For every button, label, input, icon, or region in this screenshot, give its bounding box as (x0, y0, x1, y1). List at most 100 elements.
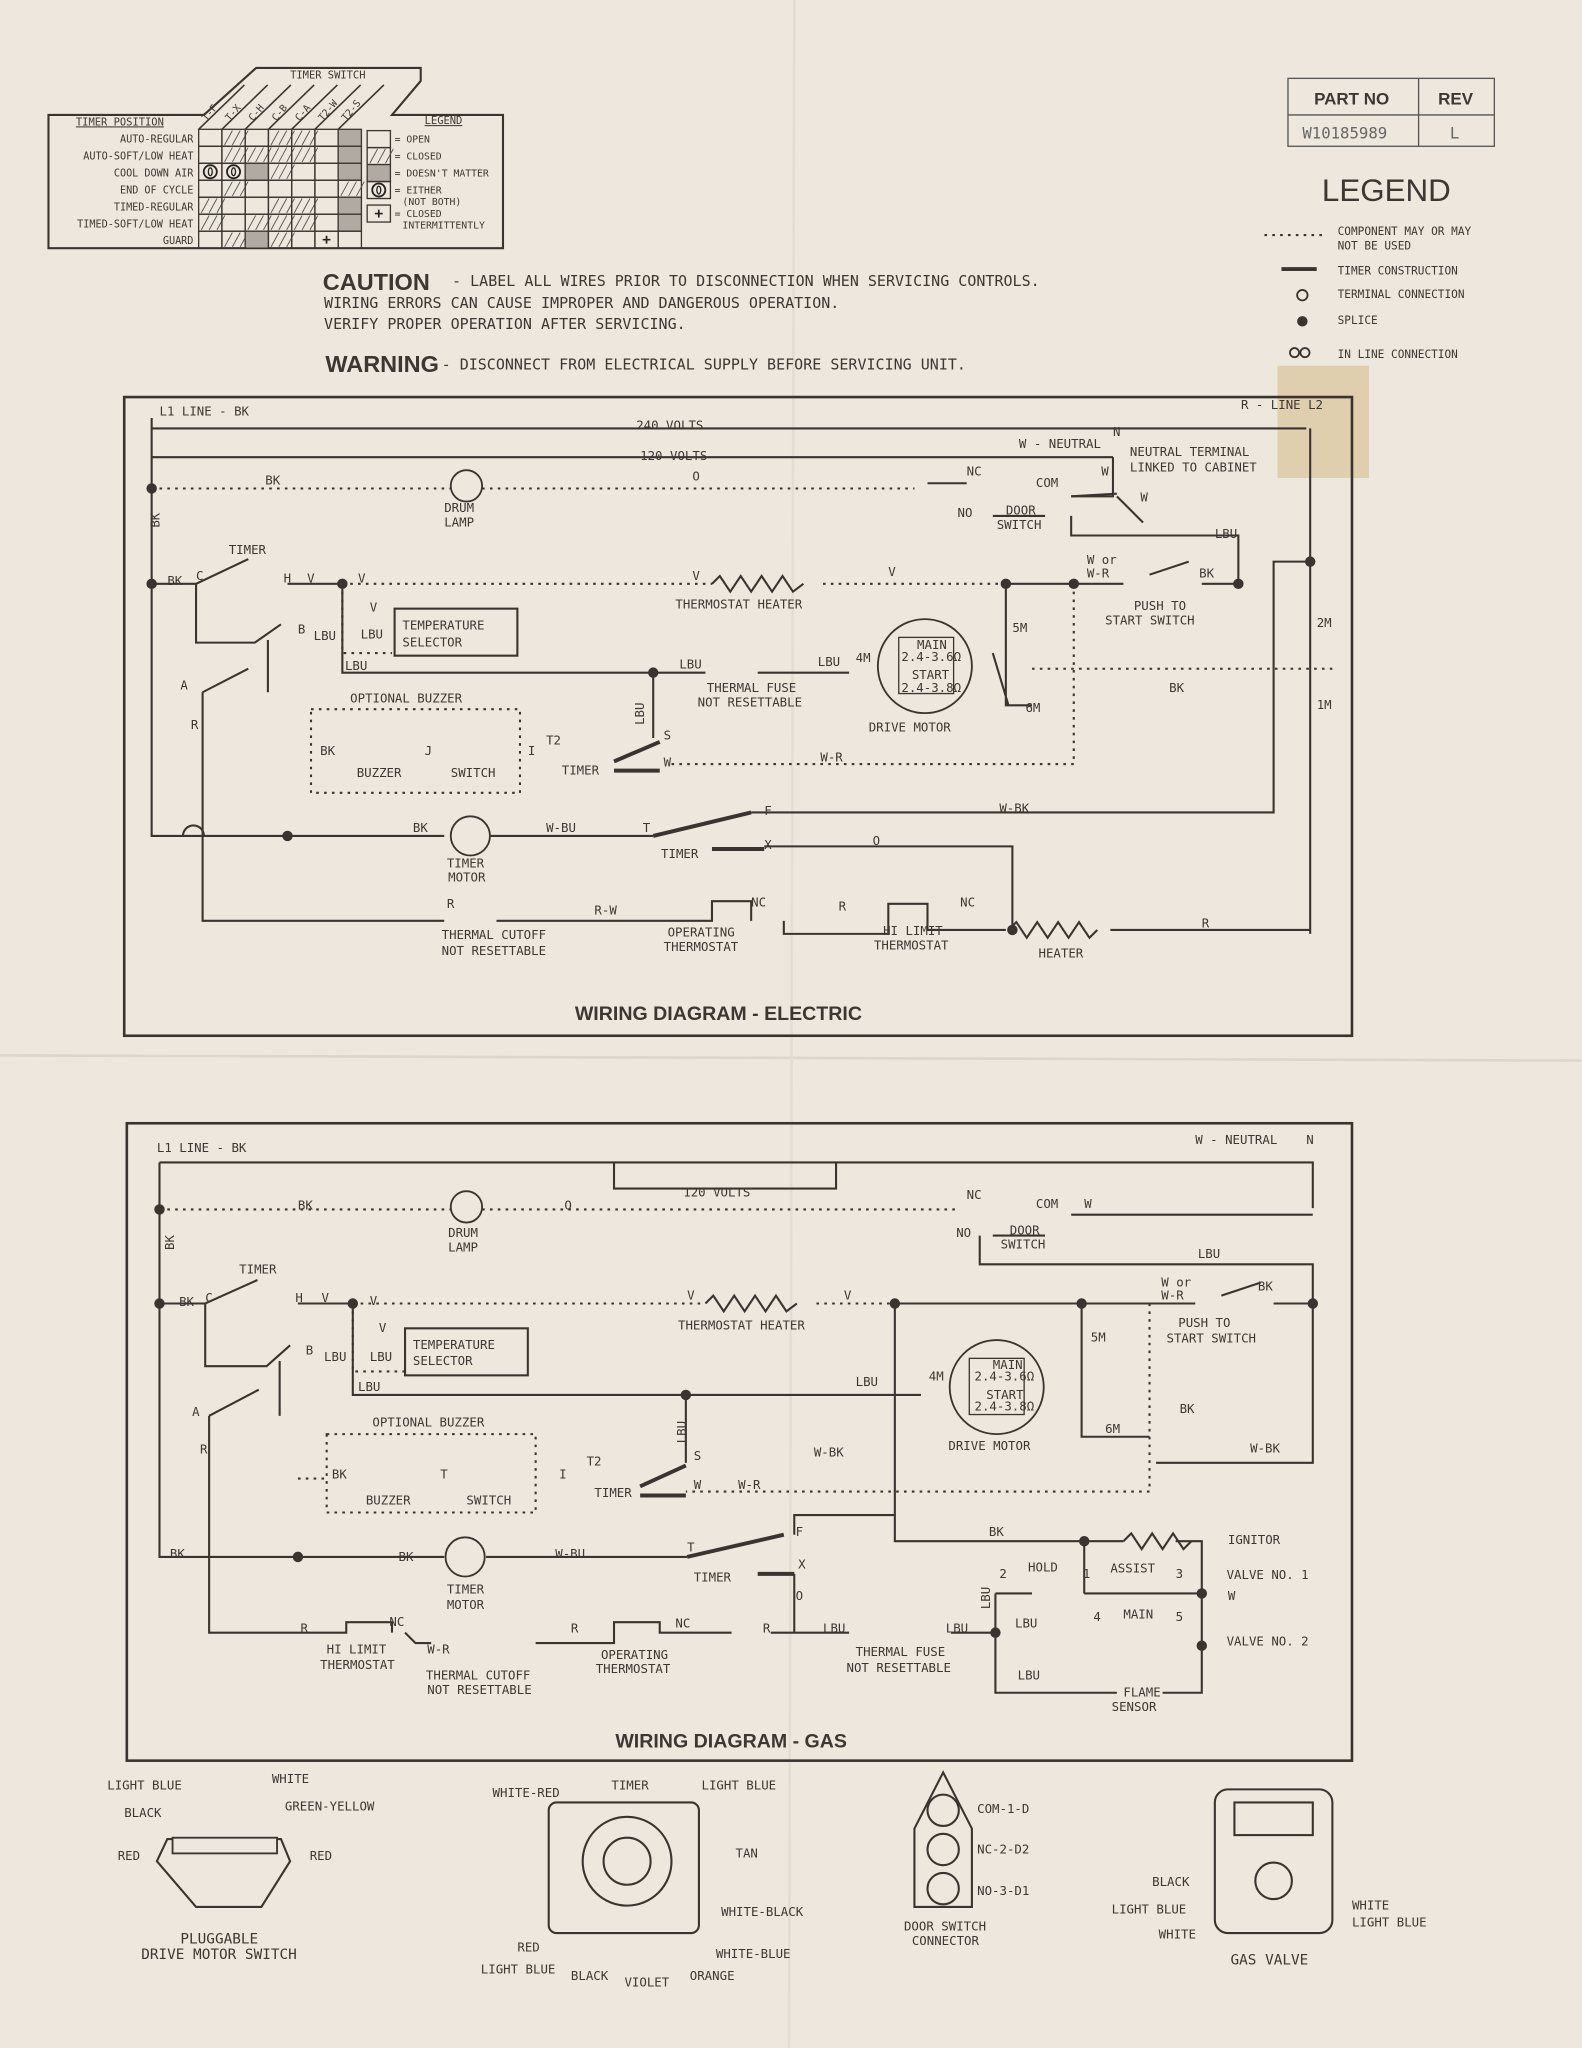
timer-position-header: TIMER POSITION (76, 116, 164, 128)
timer-legend-label: INTERMITTENTLY (402, 221, 485, 232)
gas-label: THERMOSTAT (320, 1657, 395, 1672)
caution-text: VERIFY PROPER OPERATION AFTER SERVICING. (324, 315, 686, 333)
timer-state-cell (221, 196, 246, 215)
gas-label: MAIN (993, 1357, 1023, 1372)
gas-label: L1 LINE - BK (157, 1140, 247, 1155)
gas-label: IGNITOR (1228, 1532, 1281, 1547)
gas-wiring-diagram: WIRING DIAGRAM - GAS (125, 1121, 1354, 1762)
timer-state-cell (198, 145, 223, 164)
rev-header: REV (1438, 89, 1474, 108)
wires (154, 1161, 1319, 1694)
timer-switch-title: TIMER SWITCH (290, 69, 365, 81)
electric-label: BK (1169, 680, 1184, 695)
timer-legend-label: (NOT BOTH) (402, 197, 461, 208)
gas-label: 4 (1093, 1609, 1100, 1624)
gas-label: R (200, 1442, 208, 1457)
electric-label: W (664, 755, 672, 770)
electric-diagram-title: WIRING DIAGRAM - ELECTRIC (575, 1003, 862, 1025)
column-divider (221, 84, 269, 130)
electric-label: BK (265, 473, 280, 488)
electric-label: LBU (818, 654, 840, 669)
gas-label: W (1084, 1196, 1092, 1211)
fold-line (787, 0, 796, 2048)
components-label: RED (310, 1848, 332, 1863)
gas-label: BK (332, 1467, 347, 1482)
electric-label: V (692, 568, 700, 583)
gas-label: W-BK (814, 1444, 844, 1459)
electric-label: THERMAL FUSE (707, 680, 797, 695)
components-label: LIGHT BLUE (1352, 1915, 1427, 1930)
gas-label: TIMER (694, 1570, 732, 1585)
electric-label: V (888, 564, 896, 579)
electric-label: 240 VOLTS (636, 418, 703, 433)
gas-label: VALVE NO. 2 (1227, 1634, 1309, 1649)
gas-label: LBU (1018, 1668, 1040, 1683)
gas-label: V (844, 1288, 852, 1303)
components-label: WHITE-BLACK (721, 1904, 804, 1919)
gas-label: SWITCH (1001, 1237, 1046, 1252)
timer-motor-icon (449, 815, 491, 857)
timer-state-cell (244, 128, 270, 147)
gas-label: W - NEUTRAL (1195, 1132, 1277, 1147)
timer-column-label: C-A (293, 103, 313, 124)
timer-state-cell (291, 179, 316, 198)
gas-label: S (694, 1448, 701, 1463)
gas-label: BK (170, 1546, 185, 1561)
electric-label: J (425, 743, 432, 758)
electric-label: NOT RESETTABLE (442, 943, 546, 958)
gas-label: NC (675, 1615, 690, 1630)
gas-label: SELECTOR (413, 1353, 473, 1368)
gas-label: V (687, 1288, 695, 1303)
warning-title: WARNING (325, 351, 439, 377)
gas-label: C (205, 1290, 212, 1305)
legend: LEGEND COMPONENT MAY OR MAY NOT BE USED … (1264, 173, 1472, 361)
warning-text: - DISCONNECT FROM ELECTRICAL SUPPLY BEFO… (442, 356, 966, 374)
timer-state-cell (314, 128, 339, 147)
electric-label: X (764, 837, 772, 852)
electric-label: DRIVE MOTOR (869, 719, 952, 734)
electric-label: W (1101, 463, 1109, 478)
electric-label: V (307, 571, 315, 586)
gas-label: PUSH TO (1178, 1315, 1230, 1330)
electric-label: BK (147, 512, 162, 527)
gas-label: BK (179, 1294, 194, 1309)
components-label: WHITE-RED (493, 1785, 560, 1800)
timer-state-cell (221, 213, 246, 232)
electric-label: TIMER (229, 542, 267, 557)
gas-label: LBU (358, 1379, 380, 1394)
timer-legend-label: = DOESN'T MATTER (395, 168, 489, 179)
timer-state-cell (244, 162, 270, 181)
gas-label: THERMOSTAT (596, 1661, 671, 1676)
timer-state-cell (314, 162, 339, 181)
electric-label: N (1113, 424, 1120, 439)
components-label: NC-2-D2 (977, 1841, 1029, 1856)
gas-label: W-BU (555, 1546, 585, 1561)
components-label: LIGHT BLUE (702, 1777, 777, 1792)
electric-label: W - NEUTRAL (1019, 436, 1101, 451)
column-divider (314, 84, 362, 130)
components-label: GAS VALVE (1231, 1952, 1309, 1968)
part-number-table: PART NO REV W10185989 L (1287, 77, 1495, 147)
gas-label: NC (389, 1614, 404, 1629)
timer-state-cell (337, 145, 363, 164)
gas-label: 1 (1083, 1566, 1090, 1581)
gas-label: THERMAL FUSE (856, 1644, 946, 1659)
legend-item: IN LINE CONNECTION (1338, 348, 1458, 361)
electric-label: TIMER (447, 855, 485, 870)
component-illustrations (155, 1770, 1334, 1935)
gas-label: FLAME (1123, 1685, 1160, 1700)
electric-label: OPERATING (668, 924, 735, 939)
gas-label: LBU (856, 1374, 878, 1389)
electric-label: HI LIMIT (883, 923, 943, 938)
electric-label: L1 LINE - BK (159, 403, 249, 418)
timer-state-cell (314, 213, 339, 232)
inline-connection-symbol (1289, 347, 1311, 359)
timer-motor-icon (444, 1536, 486, 1578)
timer-state-cell (337, 162, 363, 181)
electric-label: MAIN (917, 637, 947, 652)
electric-label: COM (1036, 475, 1058, 490)
electric-label: T (643, 820, 651, 835)
gas-label: START (986, 1387, 1024, 1402)
electric-label: NO (958, 505, 973, 520)
